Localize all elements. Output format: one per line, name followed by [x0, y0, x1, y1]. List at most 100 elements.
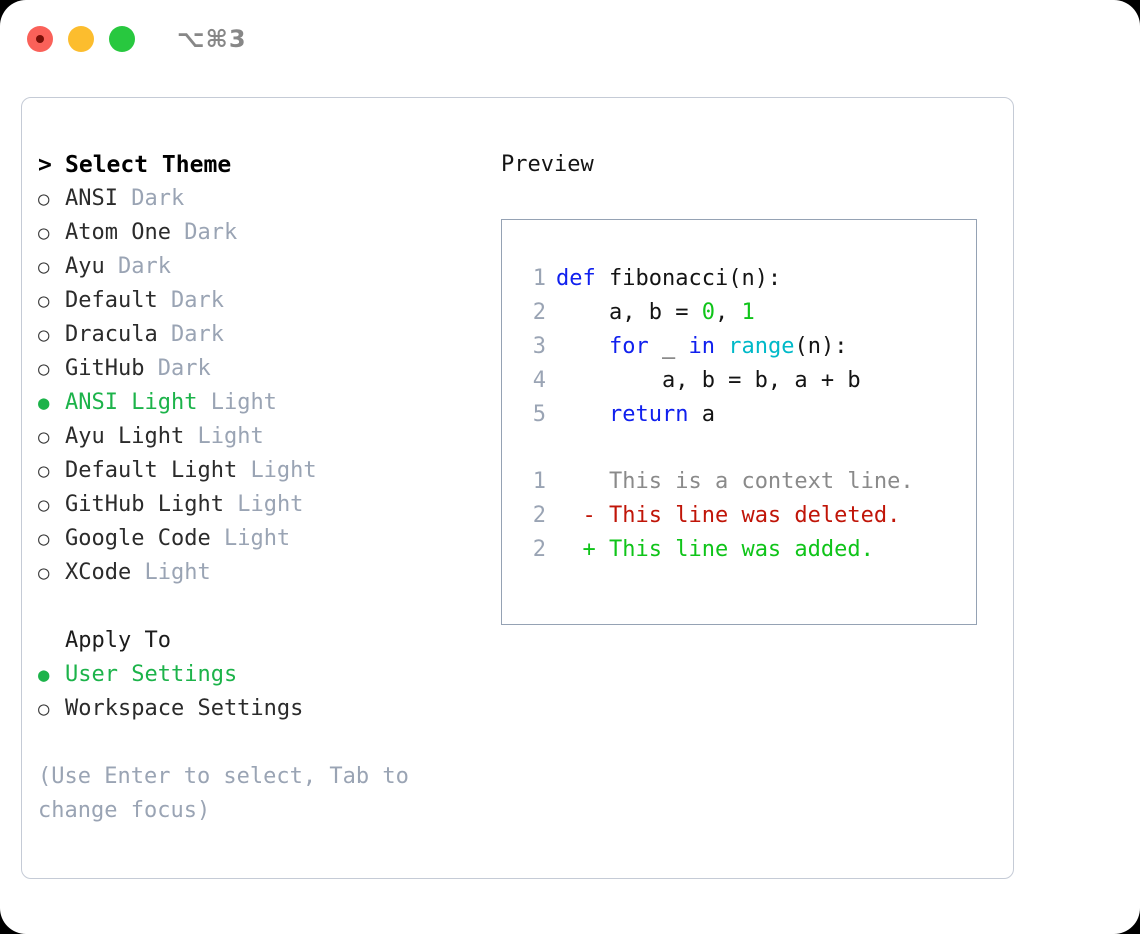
theme-list-item[interactable]: Ayu Dark	[38, 250, 478, 284]
zoom-window-button[interactable]	[109, 26, 135, 52]
theme-kind-label: Dark	[170, 288, 224, 313]
radio-unselected-icon[interactable]	[38, 556, 65, 590]
select-theme-header: >Select Theme	[38, 148, 478, 182]
apply-to-option[interactable]: User Settings	[38, 658, 478, 692]
theme-name: Default Light	[65, 458, 238, 483]
theme-name: Ayu	[65, 254, 105, 279]
close-icon	[36, 35, 44, 43]
theme-kind-label: Dark	[170, 322, 224, 347]
code-token: range	[728, 334, 795, 359]
apply-to-option[interactable]: Workspace Settings	[38, 692, 478, 726]
code-token: 0	[701, 300, 715, 325]
code-token: fibonacci(n):	[595, 266, 782, 291]
code-token: in	[688, 334, 715, 359]
theme-list-item[interactable]: Atom One Dark	[38, 216, 478, 250]
theme-name: ANSI Light	[65, 390, 198, 415]
code-line-number: 1	[532, 266, 546, 291]
code-line-text: a, b = 0, 1	[556, 300, 755, 325]
diff-line-number: 2	[532, 503, 546, 528]
code-line: 5 return a	[521, 398, 861, 432]
code-line-text: def fibonacci(n):	[556, 266, 781, 291]
theme-picker: >Select Theme ANSI DarkAtom One DarkAyu …	[38, 148, 478, 828]
minimize-window-button[interactable]	[68, 26, 94, 52]
theme-name: Atom One	[65, 220, 171, 245]
keyboard-shortcut-label: ⌥⌘3	[177, 25, 247, 53]
diff-marker: +	[556, 537, 596, 562]
diff-marker: -	[556, 503, 596, 528]
radio-selected-icon[interactable]	[38, 386, 65, 420]
code-token: 1	[741, 300, 755, 325]
hint-text: (Use Enter to select, Tab to change focu…	[38, 764, 409, 823]
theme-list-item[interactable]: Dracula Dark	[38, 318, 478, 352]
theme-name: GitHub Light	[65, 492, 224, 517]
diff-text: This is a context line.	[595, 469, 914, 494]
code-token: a	[688, 402, 715, 427]
theme-kind-label: Light	[223, 526, 291, 551]
code-token	[715, 334, 728, 359]
diff-text: This line was deleted.	[595, 503, 901, 528]
code-line-text: a, b = b, a + b	[556, 368, 861, 393]
theme-list-item[interactable]: Default Dark	[38, 284, 478, 318]
code-token: return	[608, 402, 689, 427]
radio-unselected-icon[interactable]	[38, 522, 65, 556]
code-token	[556, 334, 609, 359]
theme-list-item[interactable]: Ayu Light Light	[38, 420, 478, 454]
code-line: 3 for _ in range(n):	[521, 330, 861, 364]
code-token: for	[608, 334, 649, 359]
radio-unselected-icon[interactable]	[38, 284, 65, 318]
code-line: 2 a, b = 0, 1	[521, 296, 861, 330]
apply-to-section: Apply To User SettingsWorkspace Settings	[38, 624, 478, 726]
close-window-button[interactable]	[27, 26, 53, 52]
code-token: _	[648, 334, 689, 359]
diff-sample: 1 This is a context line.2 - This line w…	[521, 465, 914, 567]
theme-list-item[interactable]: ANSI Dark	[38, 182, 478, 216]
theme-list: ANSI DarkAtom One DarkAyu DarkDefault Da…	[38, 182, 478, 590]
code-line: 4 a, b = b, a + b	[521, 364, 861, 398]
code-line-number: 3	[532, 334, 546, 359]
radio-unselected-icon[interactable]	[38, 692, 65, 726]
theme-name: ANSI	[65, 186, 118, 211]
code-token: ,	[714, 300, 742, 325]
theme-list-item[interactable]: XCode Light	[38, 556, 478, 590]
theme-name: XCode	[65, 560, 132, 585]
theme-kind-label: Dark	[184, 220, 238, 245]
theme-kind-label: Dark	[157, 356, 211, 381]
theme-list-item[interactable]: Default Light Light	[38, 454, 478, 488]
theme-name: GitHub	[65, 356, 145, 381]
radio-unselected-icon[interactable]	[38, 420, 65, 454]
theme-kind-label: Light	[210, 390, 277, 415]
diff-text: This line was added.	[595, 537, 874, 562]
radio-unselected-icon[interactable]	[38, 216, 65, 250]
theme-list-item[interactable]: Google Code Light	[38, 522, 478, 556]
radio-unselected-icon[interactable]	[38, 318, 65, 352]
theme-kind-label: Dark	[131, 186, 185, 211]
theme-list-item[interactable]: ANSI Light Light	[38, 386, 478, 420]
theme-name: Ayu Light	[65, 424, 185, 449]
apply-to-label: User Settings	[65, 662, 238, 687]
radio-unselected-icon[interactable]	[38, 250, 65, 284]
code-token: a, b = b, a + b	[556, 368, 861, 393]
code-token: a, b =	[556, 300, 702, 325]
radio-selected-icon[interactable]	[38, 658, 65, 692]
main-panel: >Select Theme ANSI DarkAtom One DarkAyu …	[21, 97, 1014, 879]
diff-line: 2 - This line was deleted.	[521, 499, 914, 533]
preview-header: Preview	[501, 152, 594, 177]
diff-line: 1 This is a context line.	[521, 465, 914, 499]
theme-name: Default	[65, 288, 158, 313]
apply-to-label: Workspace Settings	[65, 696, 304, 721]
theme-list-item[interactable]: GitHub Light Light	[38, 488, 478, 522]
radio-unselected-icon[interactable]	[38, 352, 65, 386]
theme-name: Dracula	[65, 322, 158, 347]
code-line-number: 4	[532, 368, 546, 393]
radio-unselected-icon[interactable]	[38, 488, 65, 522]
theme-list-item[interactable]: GitHub Dark	[38, 352, 478, 386]
theme-kind-label: Light	[237, 492, 304, 517]
diff-line: 2 + This line was added.	[521, 533, 914, 567]
code-line-number: 5	[532, 402, 546, 427]
radio-unselected-icon[interactable]	[38, 182, 65, 216]
radio-unselected-icon[interactable]	[38, 454, 65, 488]
